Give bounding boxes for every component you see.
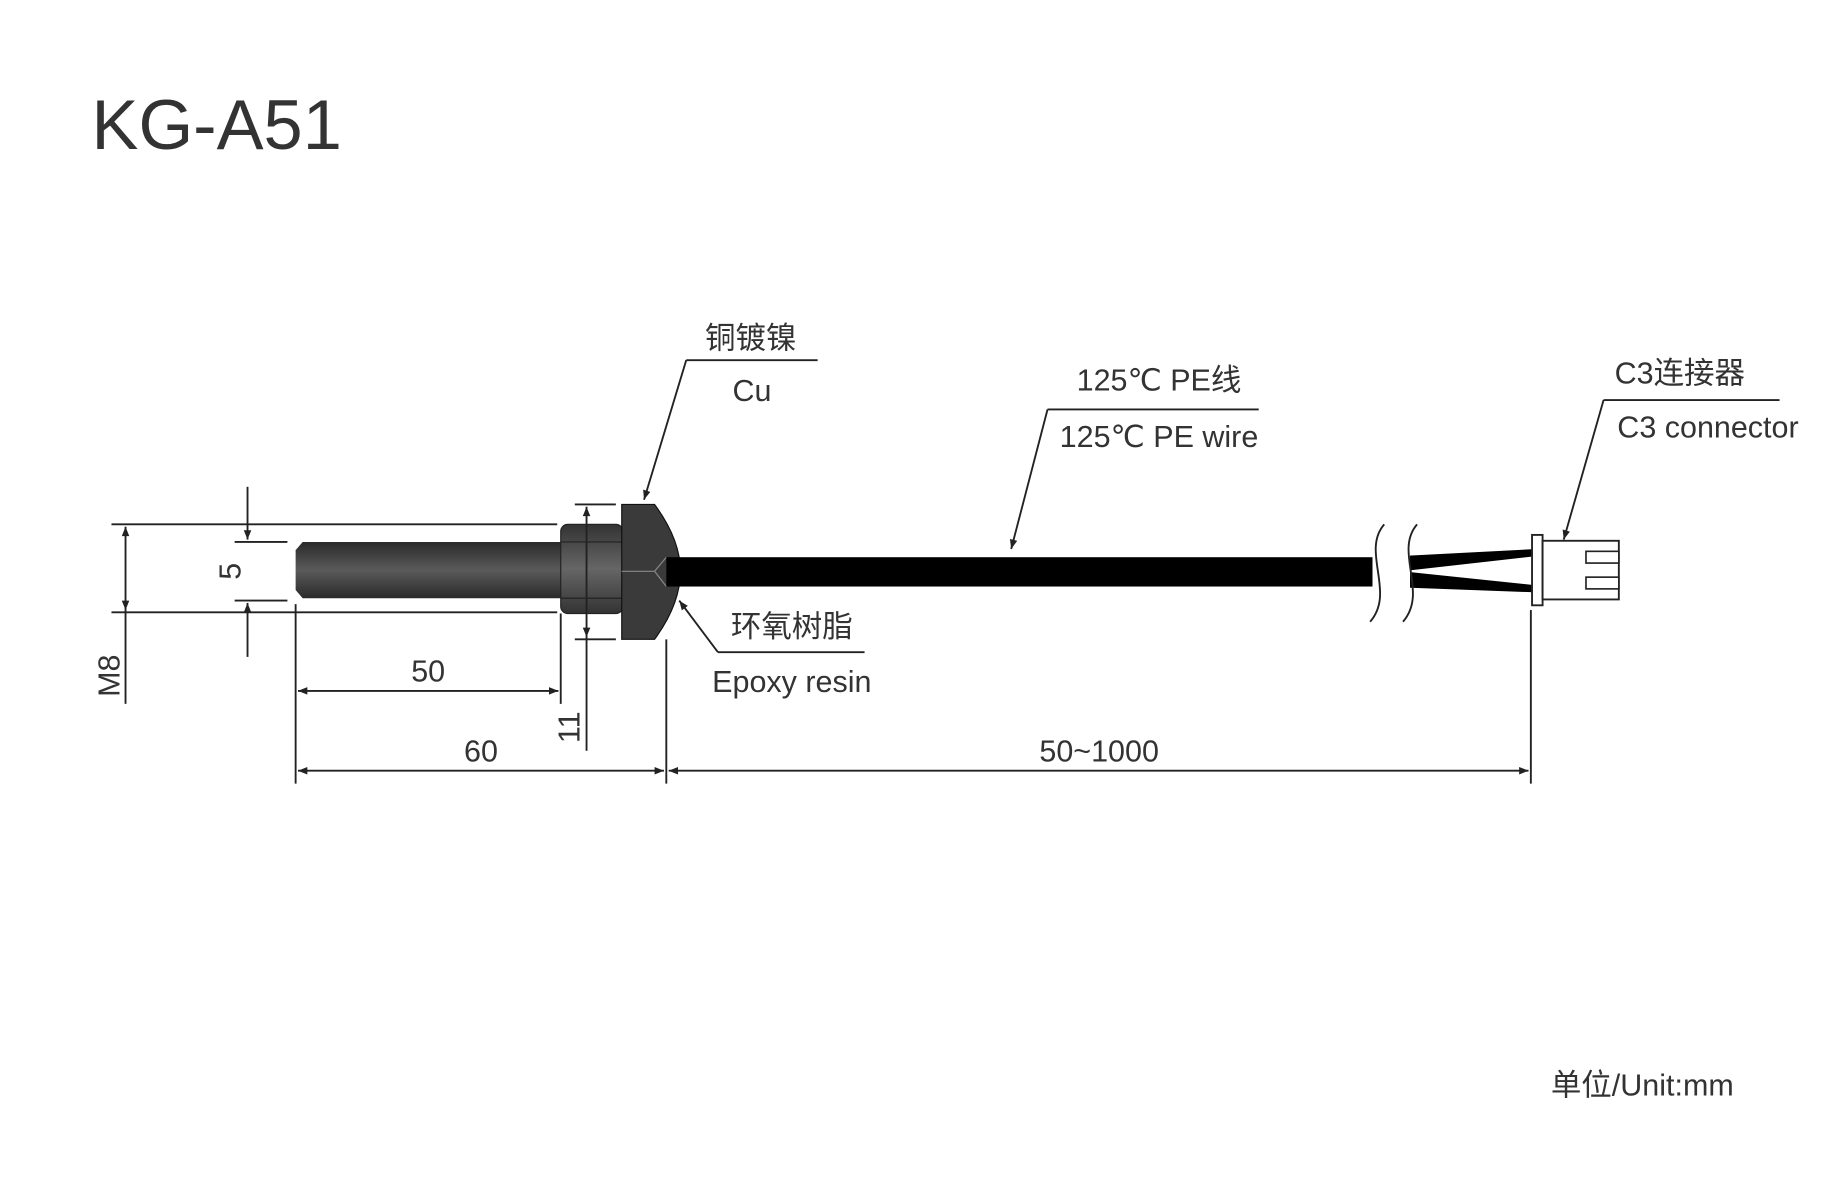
head-material-en: Cu bbox=[732, 374, 771, 408]
dim-probe-diameter: 5 bbox=[213, 563, 247, 580]
seal-en: Epoxy resin bbox=[712, 665, 871, 699]
wire-2 bbox=[1378, 571, 1537, 593]
hex-nut bbox=[560, 523, 624, 615]
connector-flange bbox=[1531, 533, 1544, 607]
connector-body bbox=[1541, 539, 1620, 601]
cable bbox=[666, 557, 1379, 587]
probe bbox=[295, 503, 1620, 640]
dim-thread: M8 bbox=[93, 655, 127, 697]
dim-overall-length: 60 bbox=[464, 734, 498, 768]
dim-head-size: 11 bbox=[553, 711, 587, 743]
dim-probe-length: 50 bbox=[411, 655, 445, 689]
break-mark bbox=[1369, 523, 1385, 623]
seal-cn: 环氧树脂 bbox=[731, 610, 853, 644]
probe-rod bbox=[295, 541, 561, 599]
connector-en: C3 connector bbox=[1617, 411, 1798, 445]
wire-en: 125℃ PE wire bbox=[1060, 420, 1259, 454]
dimensions: M8 5 50 60 50~1000 11 bbox=[93, 486, 1532, 784]
page-title: KG-A51 bbox=[92, 85, 342, 164]
callouts: 铜镀镍 Cu 125℃ PE线 125℃ PE wire C3连接器 C3 co… bbox=[643, 321, 1799, 699]
unit-note: 单位/Unit:mm bbox=[1551, 1069, 1734, 1103]
head-material-cn: 铜镀镍 bbox=[705, 321, 796, 355]
dim-cable-length: 50~1000 bbox=[1039, 734, 1159, 768]
wire-cn: 125℃ PE线 bbox=[1077, 364, 1242, 398]
wire-1 bbox=[1378, 548, 1537, 572]
connector-cn: C3连接器 bbox=[1615, 357, 1745, 391]
